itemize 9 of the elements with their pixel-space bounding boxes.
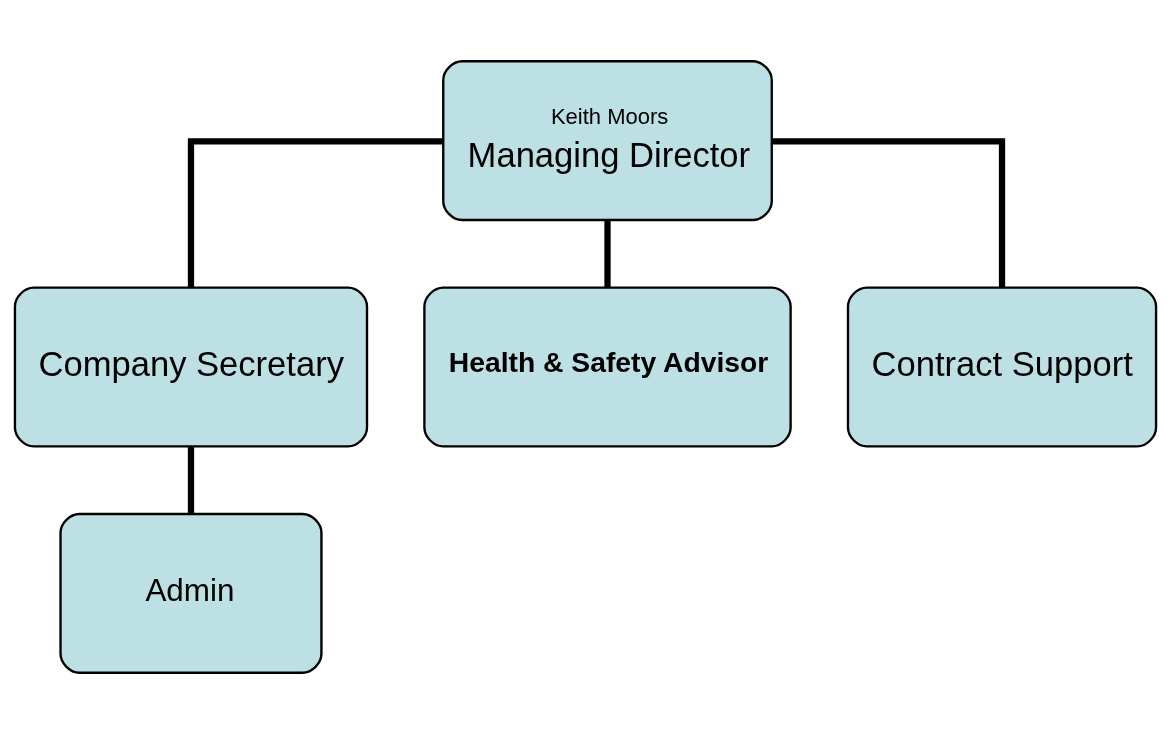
connector [604, 219, 611, 287]
node-box: Company Secretary [13, 285, 369, 448]
connector [187, 137, 443, 287]
connector [771, 137, 1006, 287]
node-box: Keith Moors Managing Director [442, 59, 773, 221]
connector [187, 446, 195, 513]
node-box: Health & Safety Advisor [423, 285, 792, 448]
node-box: Admin [59, 512, 323, 674]
node-box: Contract Support [846, 285, 1158, 448]
